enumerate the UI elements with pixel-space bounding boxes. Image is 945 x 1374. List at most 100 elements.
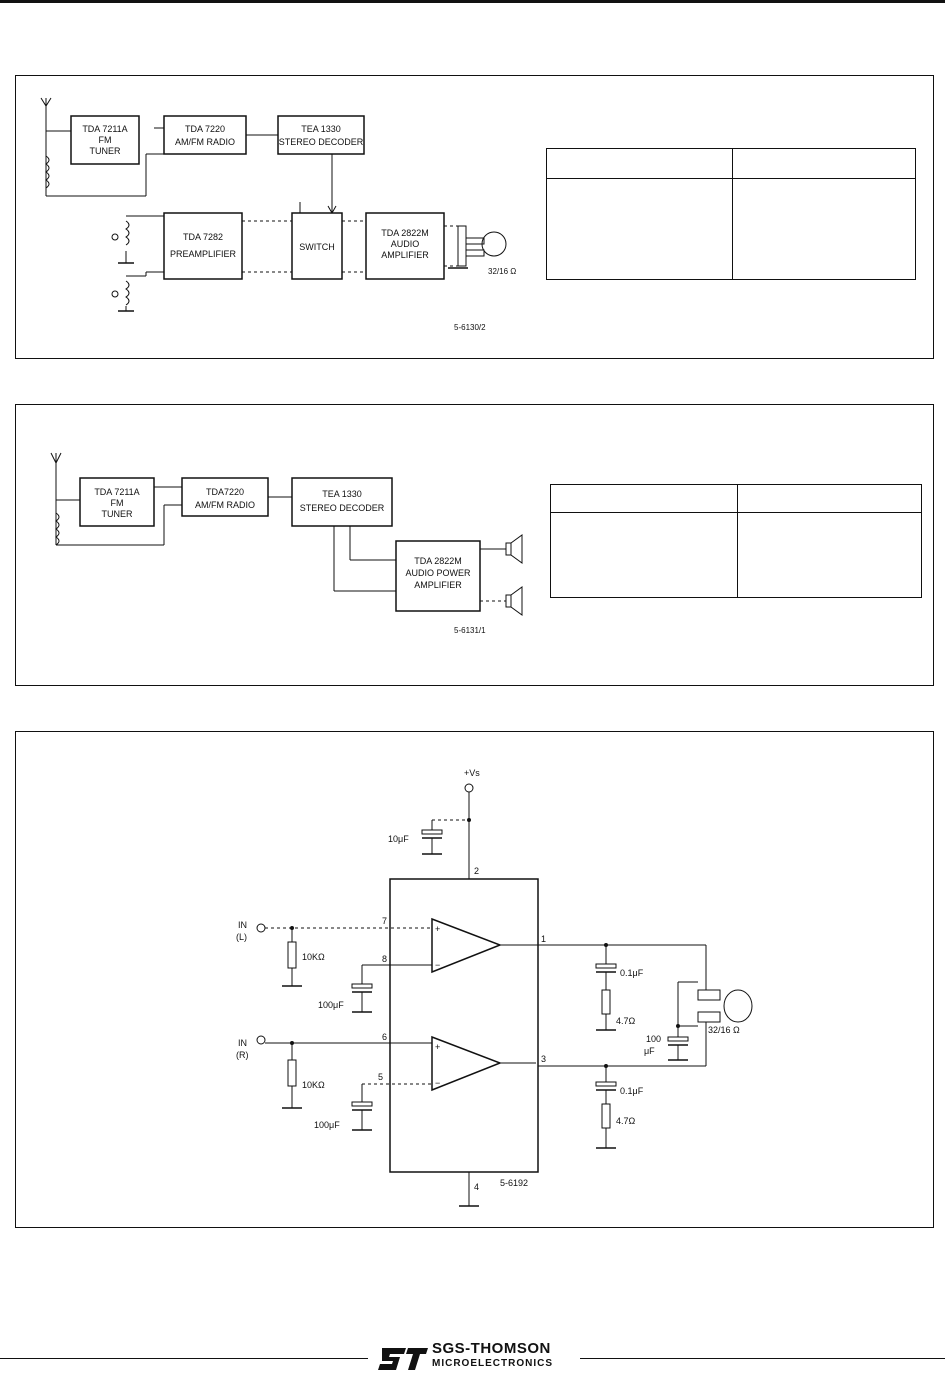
capacitor-icon: [421, 829, 443, 835]
amfm-radio-label-2: AM/FM RADIO: [195, 500, 255, 510]
amp-label-2: AUDIO POWER: [405, 568, 471, 578]
supply-terminal: [464, 783, 474, 793]
footer-rule-right: [580, 1358, 945, 1359]
pin-4: 4: [474, 1182, 479, 1192]
amfm-radio-label-1: TDA7220: [206, 487, 244, 497]
tape-head-icon: [111, 215, 164, 264]
r-in-right: 10KΩ: [302, 1080, 325, 1090]
resistor-icon: [601, 989, 611, 1015]
headphone-icon: [444, 225, 507, 269]
ic-body: [389, 878, 539, 1173]
spec-table: [546, 148, 916, 280]
svg-text:−: −: [435, 1078, 440, 1088]
preamp-label-2: PREAMPLIFIER: [170, 249, 237, 259]
figure-portable-radio-cassette: TDA 7211A FM TUNER TDA 7220 AM/FM RADIO …: [15, 75, 934, 359]
pin-5: 5: [378, 1072, 383, 1082]
amp-label-1: TDA 2822M: [381, 228, 429, 238]
svg-text:+: +: [435, 1042, 440, 1052]
spec-table: [550, 484, 922, 598]
capacitor-icon: [595, 1081, 617, 1087]
amp-label-1: TDA 2822M: [414, 556, 462, 566]
supply-label: +Vs: [464, 768, 480, 778]
brand-subtitle: MICROELECTRONICS: [432, 1358, 553, 1369]
amp-label-3: AMPLIFIER: [381, 250, 429, 260]
figure-code: 5-6130/2: [454, 323, 486, 332]
fm-tuner-label-1: TDA 7211A: [82, 124, 127, 134]
input-left-terminal: [256, 923, 266, 933]
figure-stereo-radio: TDA 7211A FM TUNER TDA7220 AM/FM RADIO T…: [15, 404, 934, 686]
opamp-left: [431, 917, 503, 974]
load-cap-b: μF: [644, 1046, 655, 1056]
amfm-radio-block: [181, 477, 269, 517]
pin-1: 1: [541, 934, 546, 944]
amp-label-3: AMPLIFIER: [414, 580, 462, 590]
header-rule: [0, 0, 945, 3]
in-right-label: IN: [238, 1038, 247, 1048]
pin-7: 7: [382, 916, 387, 926]
stereo-decoder-label-2: STEREO DECODER: [300, 503, 385, 513]
load-cap-a: 100: [646, 1034, 661, 1044]
stereo-decoder-block: [291, 477, 393, 527]
r-out-2: 4.7Ω: [616, 1116, 636, 1126]
figure-code: 5-6131/1: [454, 626, 486, 635]
c-fb-left: 100μF: [318, 1000, 344, 1010]
r-in-left: 10KΩ: [302, 952, 325, 962]
stereo-decoder-label-1: TEA 1330: [322, 489, 362, 499]
switch-block: [291, 212, 343, 280]
figure-code: 5-6192: [500, 1178, 528, 1188]
pin-6: 6: [382, 1032, 387, 1042]
block-diagram-1: TDA 7211A FM TUNER TDA 7220 AM/FM RADIO …: [40, 97, 516, 332]
resistor-icon: [287, 941, 297, 969]
pin-2: 2: [474, 866, 479, 876]
stereo-decoder-label-2: STEREO DECODER: [279, 137, 364, 147]
schematic: +Vs 10μF 2 + − + − IN (L) 10KΩ 7: [236, 768, 753, 1207]
speaker-icon: [480, 534, 523, 564]
block-diagram-2: TDA 7211A FM TUNER TDA7220 AM/FM RADIO T…: [50, 452, 523, 635]
headphone-icon: [667, 945, 753, 1066]
in-left-label: IN: [238, 920, 247, 930]
c-out-2: 0.1μF: [620, 1086, 644, 1096]
fm-tuner-label-2: FM: [111, 498, 124, 508]
load-label: 32/16 Ω: [708, 1025, 740, 1035]
supply-cap-label: 10μF: [388, 834, 409, 844]
switch-label: SWITCH: [299, 242, 335, 252]
fm-tuner-label-3: TUNER: [102, 509, 133, 519]
opamp-right: [431, 1035, 503, 1092]
fm-tuner-label-1: TDA 7211A: [94, 487, 139, 497]
amfm-radio-label-1: TDA 7220: [185, 124, 225, 134]
capacitor-icon: [595, 963, 617, 969]
fm-tuner-label-3: TUNER: [90, 146, 121, 156]
pin-8: 8: [382, 954, 387, 964]
figure-application-circuit: +Vs 10μF 2 + − + − IN (L) 10KΩ 7: [15, 731, 934, 1228]
amfm-radio-label-2: AM/FM RADIO: [175, 137, 235, 147]
c-out-1: 0.1μF: [620, 968, 644, 978]
load-label: 32/16 Ω: [488, 267, 516, 276]
fm-tuner-block: [70, 115, 140, 165]
resistor-icon: [287, 1059, 297, 1087]
stereo-decoder-label-1: TEA 1330: [301, 124, 341, 134]
capacitor-icon: [351, 1101, 373, 1107]
fm-tuner-block: [79, 477, 155, 527]
input-right-terminal: [256, 1035, 266, 1045]
amfm-radio-block: [163, 115, 247, 155]
antenna-icon: [50, 452, 182, 546]
pin-3: 3: [541, 1054, 546, 1064]
svg-text:−: −: [435, 960, 440, 970]
r-out-1: 4.7Ω: [616, 1016, 636, 1026]
audio-power-amplifier-block: [395, 540, 481, 612]
in-left-ch: (L): [236, 932, 247, 942]
fm-tuner-label-2: FM: [99, 135, 112, 145]
resistor-icon: [601, 1103, 611, 1129]
st-logo-icon: [378, 1348, 428, 1370]
antenna-icon: [40, 97, 147, 197]
speaker-icon: [480, 586, 523, 616]
tape-head-icon: [111, 271, 164, 312]
brand-name: SGS-THOMSON: [432, 1340, 551, 1357]
capacitor-icon: [351, 983, 373, 989]
c-fb-right: 100μF: [314, 1120, 340, 1130]
svg-text:+: +: [435, 924, 440, 934]
amp-label-2: AUDIO: [391, 239, 420, 249]
preamplifier-block: [163, 212, 243, 280]
footer-rule-left: [0, 1358, 368, 1359]
preamp-label-1: TDA 7282: [183, 232, 223, 242]
